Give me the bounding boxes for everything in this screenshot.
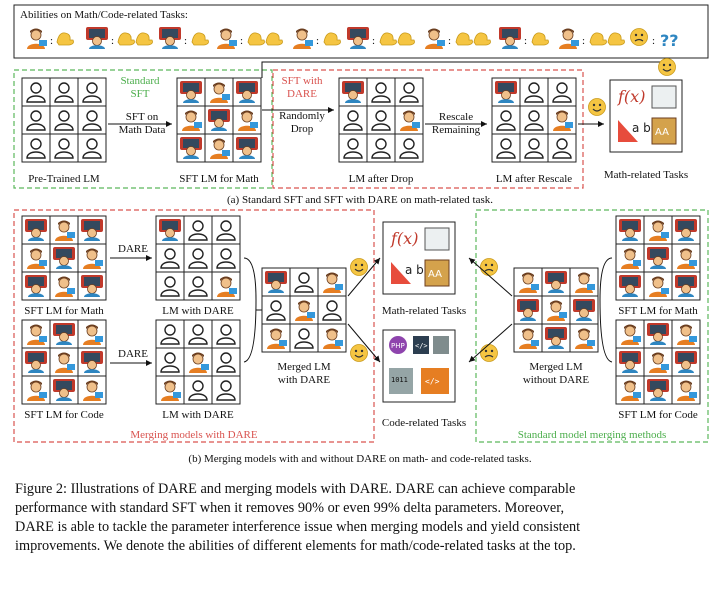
caption-line: Figure 2: Illustrations of DARE and merg…	[15, 481, 576, 497]
smiley-icon	[657, 57, 677, 77]
dare-label-top: DARE	[118, 243, 148, 255]
merged-dare-grid	[261, 267, 347, 353]
sft-math-grid	[176, 77, 262, 163]
smiley-icon	[587, 97, 607, 117]
caption-line: DARE is able to tackle the parameter int…	[15, 519, 581, 535]
merged-no-dare-grid	[513, 267, 599, 353]
caption-line: performance with standard SFT when it re…	[15, 500, 565, 516]
smiley-icon	[349, 343, 369, 363]
legend-sep: :	[372, 35, 375, 47]
legend-sep: :	[448, 35, 451, 47]
code-tasks-panel	[382, 329, 456, 403]
dare-label-bottom: DARE	[118, 348, 148, 360]
arrow-nodare-to-math	[468, 257, 513, 297]
after-rescale-grid	[491, 77, 577, 163]
legend-title: Abilities on Math/Code-related Tasks:	[20, 9, 188, 21]
unknown-mark: ??	[660, 31, 679, 50]
after-drop-caption: LM after Drop	[349, 173, 414, 185]
merged-dare-line1: Merged LM	[277, 361, 330, 373]
legend-sep: :	[316, 35, 319, 47]
legend-sep: :	[652, 35, 655, 47]
standard-sft-box	[13, 69, 273, 189]
randomly-drop-line2: Drop	[291, 123, 314, 135]
merged-no-dare-line1: Merged LM	[529, 361, 582, 373]
pretrained-lm-grid	[21, 77, 107, 163]
legend-sep: :	[524, 35, 527, 47]
math-tasks-caption-a: Math-related Tasks	[604, 169, 688, 181]
standard-sft-line2: SFT	[131, 88, 150, 100]
legend-sep: :	[111, 35, 114, 47]
rescale-line1: Rescale	[439, 111, 473, 123]
brace-merge-right	[599, 257, 613, 363]
frown-icon	[479, 343, 499, 363]
caption-line: improvements. We denote the abilities of…	[15, 538, 576, 554]
smiley-icon	[349, 257, 369, 277]
legend-sep: :	[582, 35, 585, 47]
sft-on-math-line2: Math Data	[119, 124, 166, 136]
subcaption-b: (b) Merging models with and without DARE…	[188, 453, 531, 465]
sft-with-dare-line1: SFT with	[281, 75, 323, 87]
merging-dare-box	[13, 209, 375, 443]
merged-dare-line2: with DARE	[278, 374, 331, 386]
after-rescale-caption: LM after Rescale	[496, 173, 572, 185]
legend-icons: : : : : : : : : : : ??	[26, 26, 679, 50]
code-tasks-caption: Code-related Tasks	[382, 417, 466, 429]
sft-math-grid-b	[21, 215, 107, 301]
sft-math-caption-c: SFT LM for Math	[618, 305, 698, 317]
sft-math-caption: SFT LM for Math	[179, 173, 259, 185]
lm-dare-code-grid	[155, 319, 241, 405]
after-drop-grid	[338, 77, 424, 163]
sft-math-caption-b: SFT LM for Math	[24, 305, 104, 317]
subcaption-a: (a) Standard SFT and SFT with DARE on ma…	[227, 194, 493, 206]
sft-code-caption-c: SFT LM for Code	[618, 409, 698, 421]
brace-merge	[243, 257, 257, 363]
lm-dare-caption-bottom: LM with DARE	[162, 409, 234, 421]
sft-math-grid-c	[615, 215, 701, 301]
lm-dare-caption-top: LM with DARE	[162, 305, 234, 317]
randomly-drop-line1: Randomly	[279, 110, 325, 122]
standard-merging-label: Standard model merging methods	[518, 429, 667, 441]
standard-merging-box	[475, 209, 709, 443]
sft-code-grid-c	[615, 319, 701, 405]
pretrained-caption: Pre-Trained LM	[28, 173, 100, 185]
sft-on-math-line1: SFT on	[126, 111, 159, 123]
lm-dare-math-grid	[155, 215, 241, 301]
sft-dare-box	[272, 69, 584, 189]
legend-sep: :	[240, 35, 243, 47]
rescale-line2: Remaining	[432, 124, 481, 136]
merged-no-dare-line2: without DARE	[523, 374, 590, 386]
arrow-merged-to-code	[347, 323, 381, 363]
frown-icon	[479, 257, 499, 277]
dare-figure: f(x) a b AA PHP </> 1011 </> Abilities o…	[13, 4, 709, 465]
arrow-nodare-to-code	[468, 323, 513, 363]
legend-sep: :	[50, 35, 53, 47]
legend-sep: :	[184, 35, 187, 47]
standard-sft-line1: Standard	[120, 75, 160, 87]
sft-with-dare-line2: DARE	[287, 88, 317, 100]
sft-code-grid-b	[21, 319, 107, 405]
math-tasks-panel-b	[382, 221, 456, 295]
math-tasks-caption-b: Math-related Tasks	[382, 305, 466, 317]
arrow-merged-to-math	[347, 257, 381, 297]
math-tasks-panel	[609, 79, 683, 153]
merging-dare-label: Merging models with DARE	[130, 429, 257, 441]
sft-code-caption-b: SFT LM for Code	[24, 409, 104, 421]
